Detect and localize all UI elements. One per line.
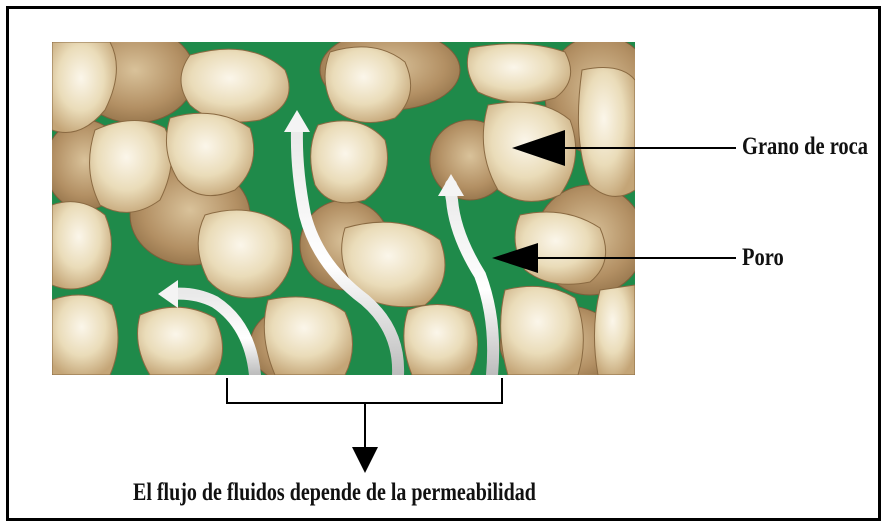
grain-label: Grano de roca <box>742 133 869 160</box>
flow-path-middle <box>290 124 405 375</box>
flow-arrowhead-left <box>158 280 178 308</box>
flow-path-left <box>166 287 261 375</box>
flow-arrows <box>158 110 500 375</box>
flow-arrowhead-middle <box>284 110 310 132</box>
pore-label: Poro <box>742 244 784 271</box>
grain-pointer <box>512 130 736 166</box>
rock-sample <box>52 42 635 375</box>
caption: El flujo de fluidos depende de la permea… <box>133 479 536 506</box>
down-arrow-icon <box>352 447 378 473</box>
flow-bracket <box>226 378 503 473</box>
rock-grains <box>52 42 635 375</box>
flow-arrowhead-right <box>438 174 464 196</box>
pore-pointer <box>492 243 736 273</box>
